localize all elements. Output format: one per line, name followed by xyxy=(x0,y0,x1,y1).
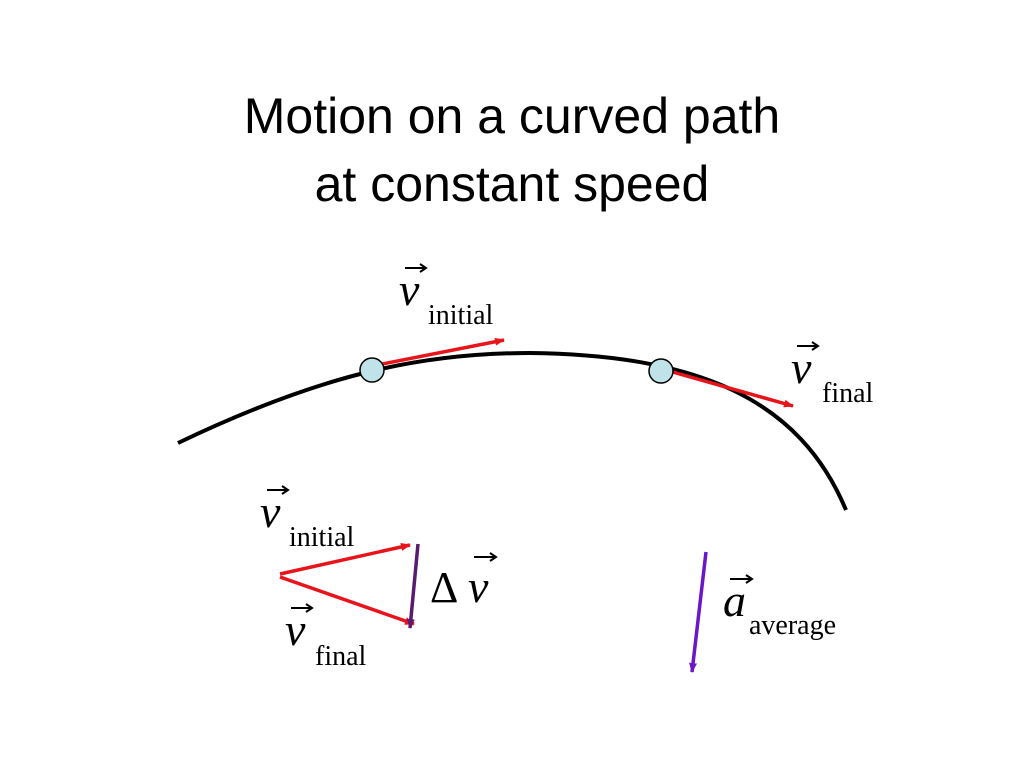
label-v-final-bottom: v final xyxy=(285,603,367,672)
v-final-shifted-vector xyxy=(279,575,415,626)
title-line-1: Motion on a curved path xyxy=(243,88,781,144)
svg-text:v: v xyxy=(399,264,420,315)
v-final-vector xyxy=(661,367,794,408)
slide-title: Motion on a curved path at constant spee… xyxy=(0,82,1024,218)
label-a-average: a average xyxy=(723,574,836,641)
label-delta-v: Δ v xyxy=(430,552,498,612)
svg-text:initial: initial xyxy=(289,522,355,553)
label-v-initial-top: v initial xyxy=(399,263,494,331)
a-average-vector xyxy=(689,551,708,673)
svg-text:v: v xyxy=(260,486,281,537)
svg-text:a: a xyxy=(723,575,746,626)
v-initial-vector xyxy=(371,337,505,368)
v-initial-shifted-vector xyxy=(279,543,411,576)
point-marker-initial xyxy=(359,357,385,383)
delta-v-vector xyxy=(406,543,420,629)
svg-text:average: average xyxy=(749,610,836,641)
svg-text:final: final xyxy=(822,378,874,409)
svg-text:v: v xyxy=(791,342,812,393)
svg-text:v: v xyxy=(468,561,489,612)
title-line-2: at constant speed xyxy=(314,156,710,212)
curved-path xyxy=(177,350,848,511)
svg-text:Δ: Δ xyxy=(430,563,458,612)
svg-text:v: v xyxy=(285,604,306,655)
point-marker-final xyxy=(648,358,674,384)
label-v-initial-bottom: v initial xyxy=(260,485,355,553)
svg-text:initial: initial xyxy=(428,300,494,331)
label-v-final-top: v final xyxy=(791,341,874,409)
svg-text:final: final xyxy=(315,641,367,672)
